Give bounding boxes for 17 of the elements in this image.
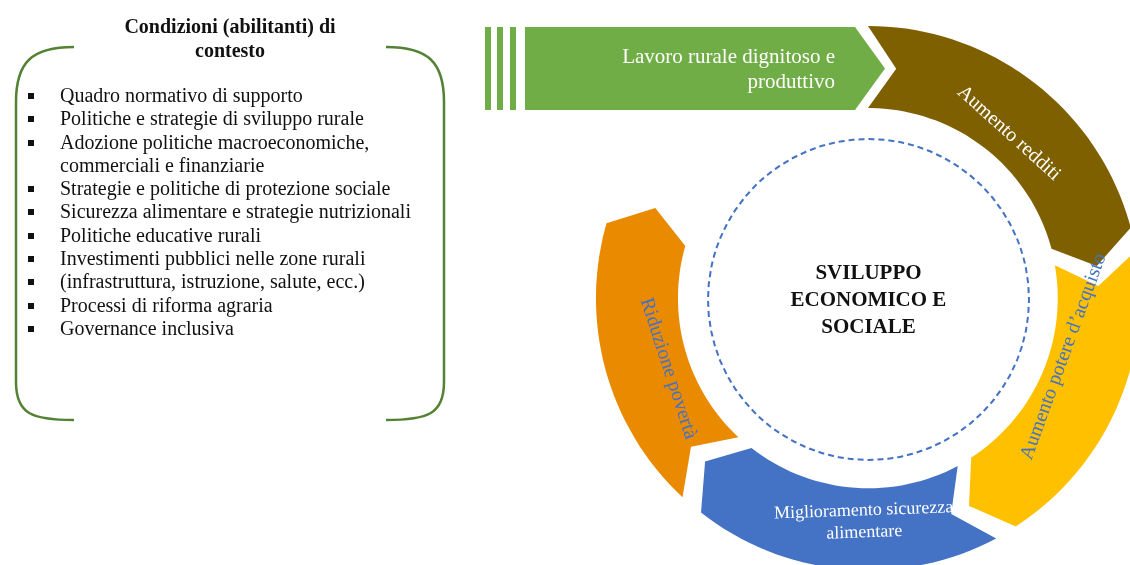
arc-arrow-segment [700, 447, 996, 565]
list-item: Politiche e strategie di sviluppo rurale [60, 107, 365, 131]
arrow-shape [485, 27, 885, 110]
list-item: Investimenti pubblici nelle zone rurali [60, 247, 367, 271]
list-item: Governance inclusiva [60, 316, 234, 341]
step-label: Lavoro rurale dignitoso e produttivo [621, 43, 835, 94]
center-label: SVILUPPO ECONOMICO E SOCIALE [789, 259, 948, 340]
heading: Condizioni (abilitanti) di contesto [123, 14, 337, 62]
arc-arrow-segment [596, 207, 739, 497]
list-item: Processi di riforma agraria [60, 293, 274, 317]
list-item: Quadro normativo di supporto [60, 84, 304, 108]
step-label: Miglioramento sicurezza alimentare [772, 495, 955, 545]
list-item: Adozione politiche macroeconomiche, commerciali e finanziarie [60, 130, 371, 178]
list-item: Strategie e politiche di protezione sociale [60, 177, 392, 201]
list-item: Sicurezza alimentare e strategie nutrizionali [60, 200, 412, 224]
list-item: Politiche educative rurali [60, 223, 263, 248]
list-item: (infrastruttura, istruzione, salute, ecc.) [60, 270, 366, 294]
